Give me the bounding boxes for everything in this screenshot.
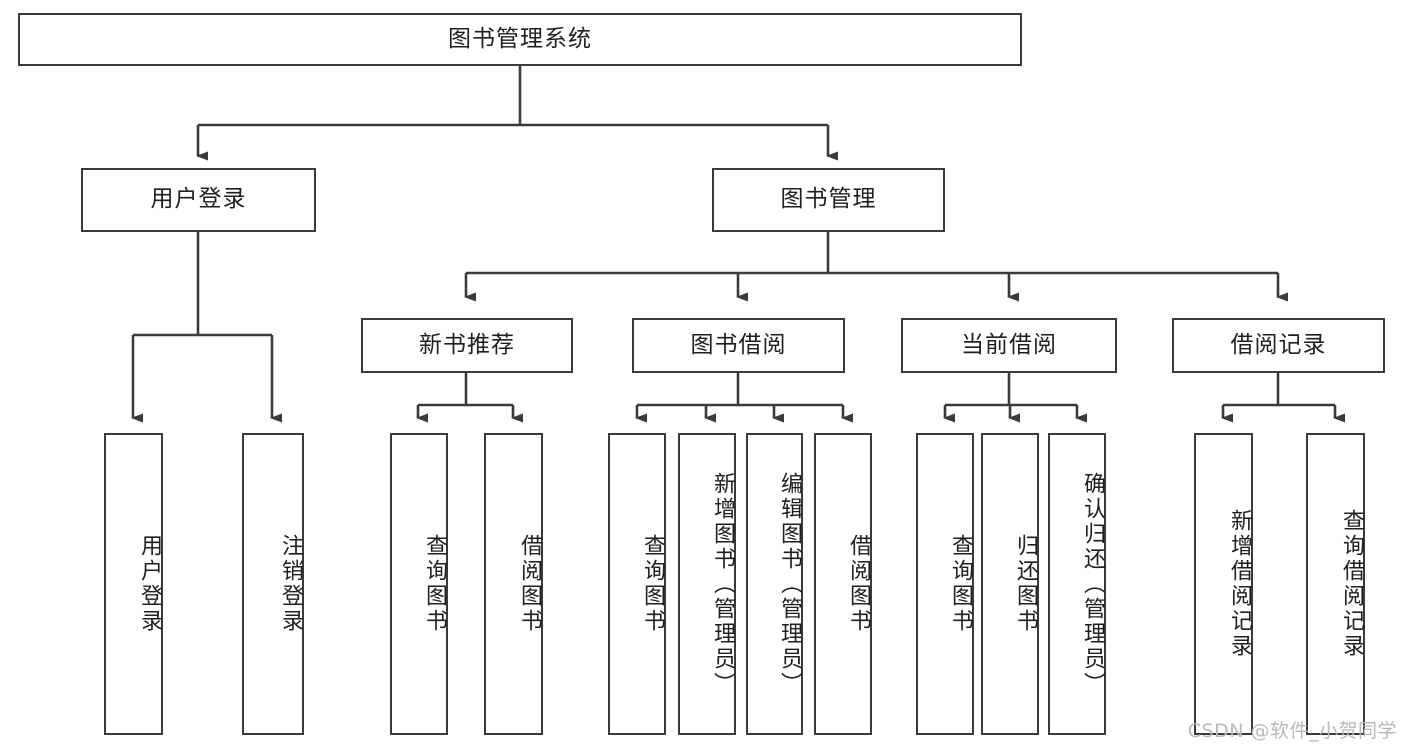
node-book-borrow[interactable]: 图书借阅: [632, 318, 845, 373]
node-label: 确认归还（管理员）: [1080, 471, 1105, 697]
node-root-system[interactable]: 图书管理系统: [18, 13, 1022, 66]
node-label: 用户登录: [150, 186, 247, 213]
node-label: 新增图书（管理员）: [710, 471, 735, 697]
node-label: 查询借阅记录: [1339, 509, 1364, 659]
node-label: 借阅记录: [1230, 331, 1327, 358]
leaf-current-return-book[interactable]: 归还图书: [981, 433, 1039, 735]
node-label: 新书推荐: [419, 331, 515, 358]
leaf-borrow-lend-book[interactable]: 借阅图书: [814, 433, 872, 735]
node-label: 用户登录: [137, 534, 162, 634]
node-label: 借阅图书: [846, 534, 871, 634]
leaf-user-login-signin[interactable]: 用户登录: [104, 433, 163, 735]
leaf-borrow-add-book[interactable]: 新增图书（管理员）: [678, 433, 736, 735]
node-label: 注销登录: [278, 534, 303, 634]
node-label: 归还图书: [1013, 534, 1038, 634]
node-label: 图书借阅: [690, 331, 787, 358]
leaf-borrow-edit-book[interactable]: 编辑图书（管理员）: [746, 433, 803, 735]
leaf-current-confirm-return[interactable]: 确认归还（管理员）: [1048, 433, 1106, 735]
node-new-book-recommend[interactable]: 新书推荐: [361, 318, 573, 373]
node-label: 查询图书: [640, 534, 665, 634]
leaf-new-book-borrow[interactable]: 借阅图书: [484, 433, 543, 735]
leaf-current-query-book[interactable]: 查询图书: [916, 433, 974, 735]
node-label: 查询图书: [422, 534, 447, 634]
node-label: 借阅图书: [517, 534, 542, 634]
node-user-login[interactable]: 用户登录: [81, 168, 316, 232]
csdn-watermark: CSDN @软件_小贺同学: [1187, 720, 1397, 742]
leaf-user-login-signout[interactable]: 注销登录: [242, 433, 304, 735]
node-book-management[interactable]: 图书管理: [712, 168, 945, 232]
node-label: 图书管理系统: [448, 25, 592, 52]
node-label: 查询图书: [948, 534, 973, 634]
node-label: 编辑图书（管理员）: [777, 471, 802, 697]
node-label: 新增借阅记录: [1227, 509, 1252, 659]
node-label: 图书管理: [780, 186, 877, 213]
leaf-records-add[interactable]: 新增借阅记录: [1194, 433, 1253, 735]
node-current-borrow[interactable]: 当前借阅: [901, 318, 1117, 373]
leaf-new-book-query[interactable]: 查询图书: [390, 433, 448, 735]
leaf-borrow-query-book[interactable]: 查询图书: [608, 433, 666, 735]
node-label: 当前借阅: [961, 331, 1057, 358]
node-borrow-records[interactable]: 借阅记录: [1172, 318, 1385, 373]
leaf-records-query[interactable]: 查询借阅记录: [1306, 433, 1365, 735]
